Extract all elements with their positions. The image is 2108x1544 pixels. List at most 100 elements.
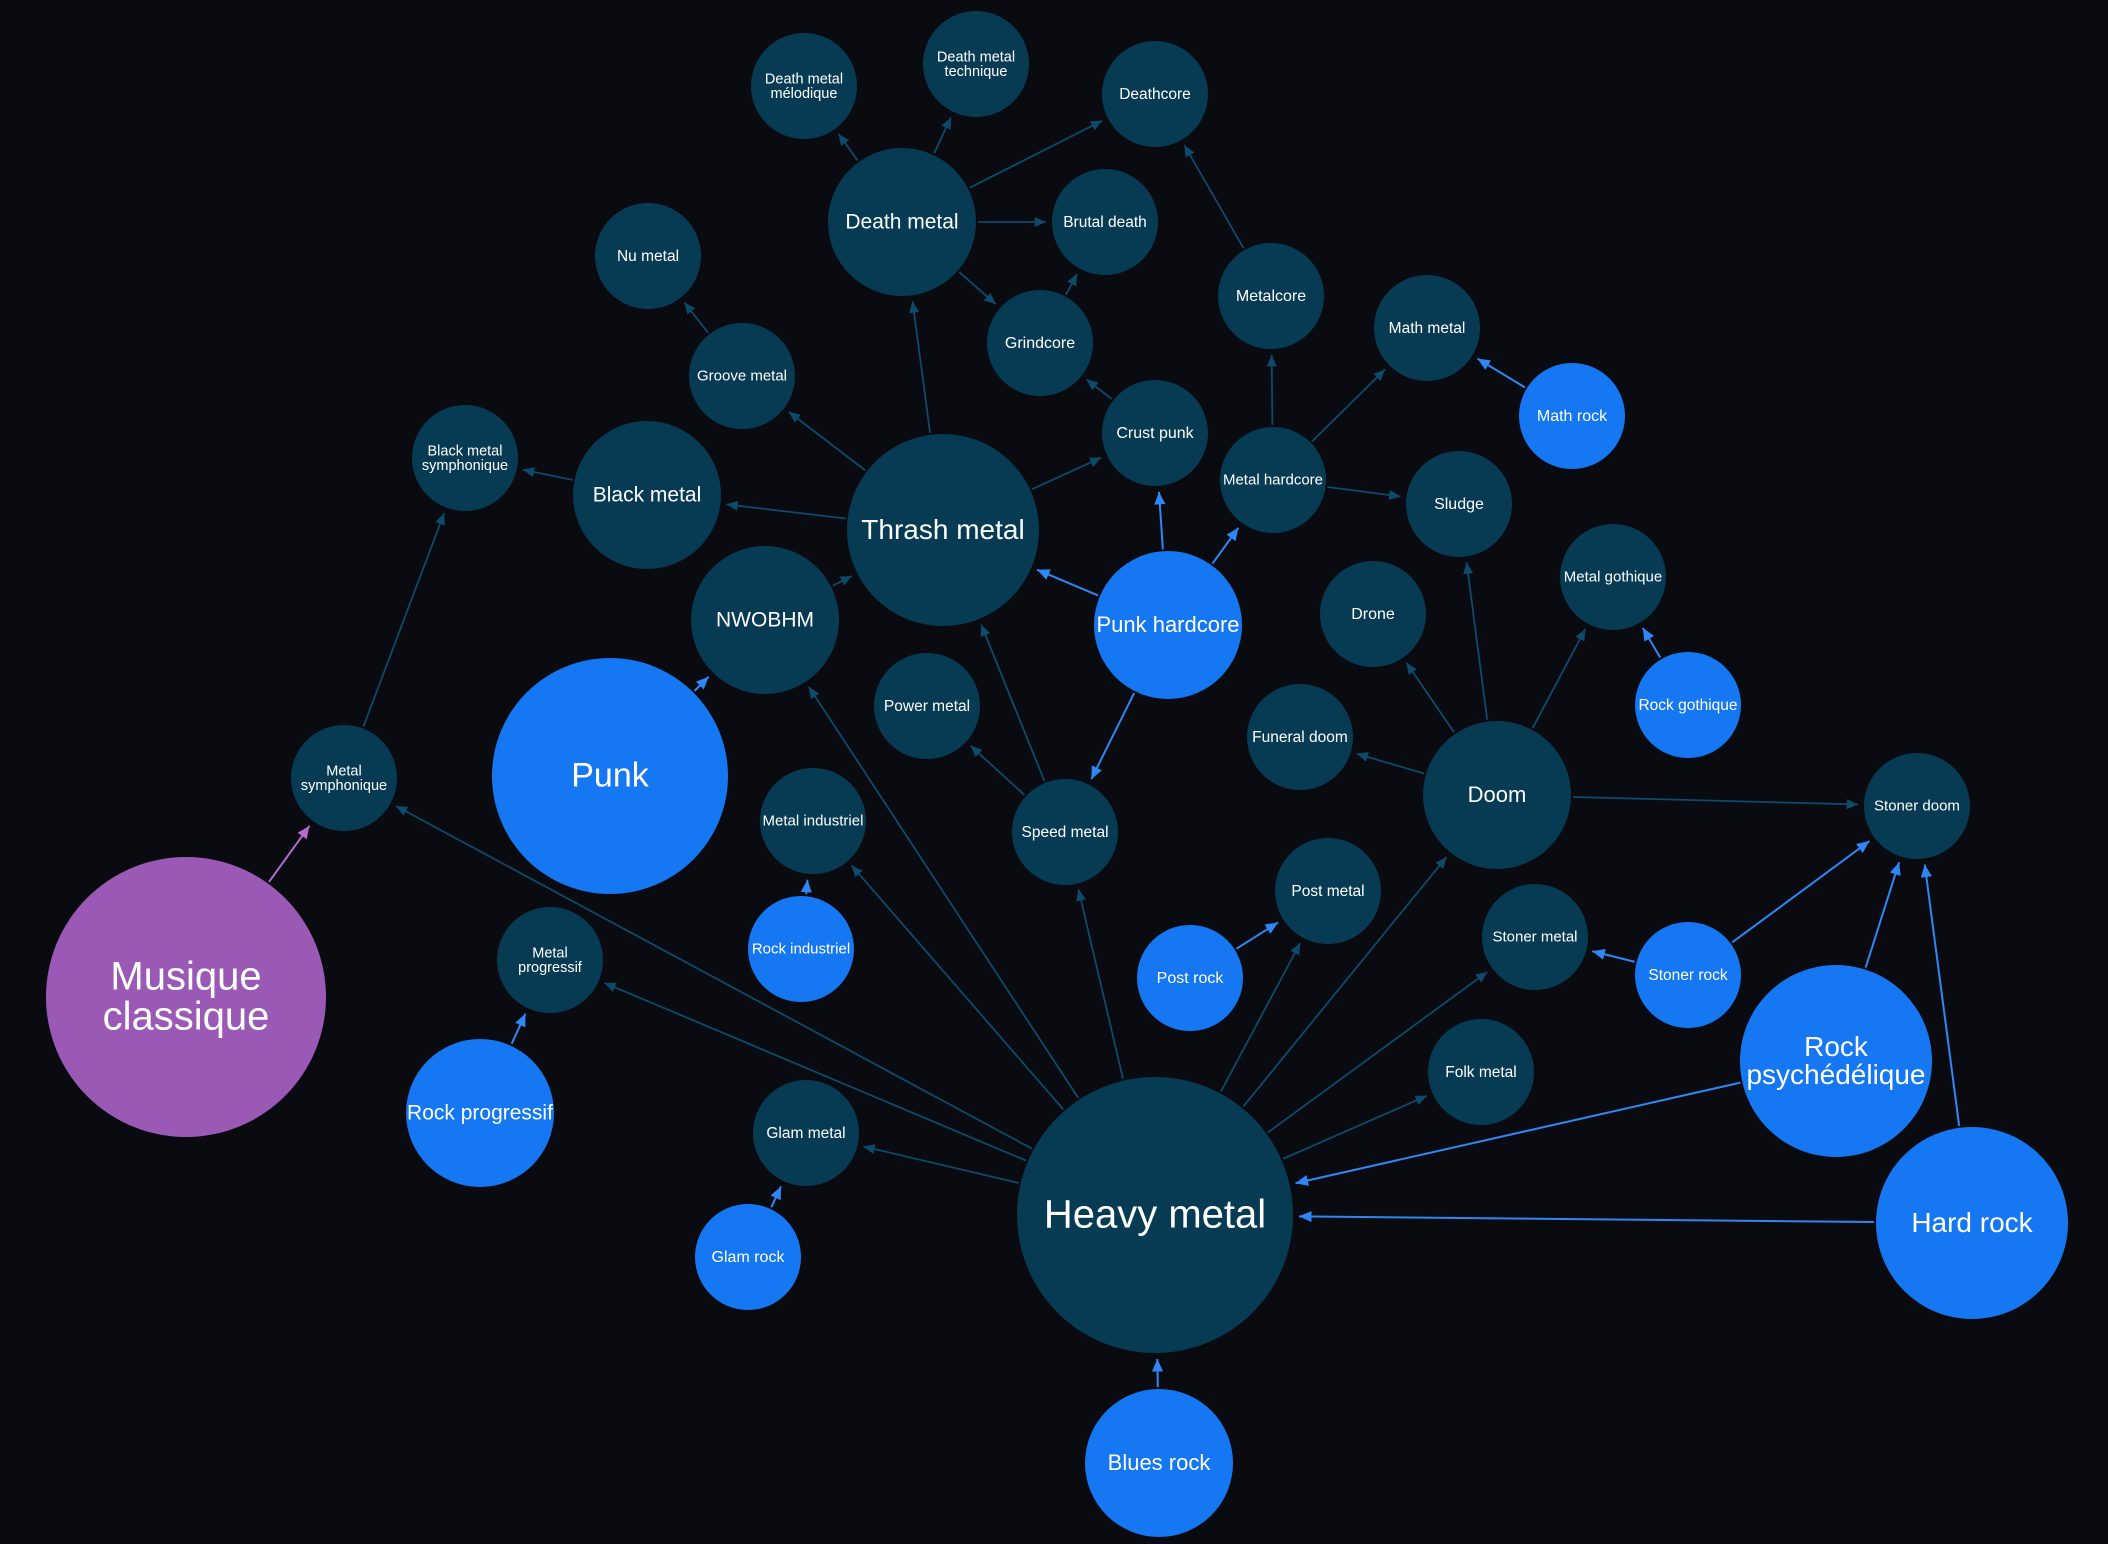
node-crust-punk[interactable]: Crust punk: [1102, 380, 1208, 486]
edge-heavy-metal-to-speed-metal: [1076, 889, 1124, 1079]
node-grindcore[interactable]: Grindcore: [987, 290, 1093, 396]
node-circle[interactable]: [1102, 380, 1208, 486]
node-blues-rock[interactable]: Blues rock: [1085, 1389, 1233, 1537]
node-glam-rock[interactable]: Glam rock: [695, 1204, 801, 1310]
node-circle[interactable]: [1275, 838, 1381, 944]
node-circle[interactable]: [1085, 1389, 1233, 1537]
node-stoner-rock[interactable]: Stoner rock: [1635, 922, 1741, 1028]
edge-heavy-metal-to-metal-industriel: [850, 864, 1064, 1110]
node-circle[interactable]: [1094, 551, 1242, 699]
node-circle[interactable]: [1519, 363, 1625, 469]
node-circle[interactable]: [828, 148, 976, 296]
node-death-metal[interactable]: Death metal: [828, 148, 976, 296]
node-circle[interactable]: [695, 1204, 801, 1310]
node-circle[interactable]: [847, 434, 1039, 626]
node-groove-metal[interactable]: Groove metal: [689, 323, 795, 429]
node-hard-rock[interactable]: Hard rock: [1876, 1127, 2068, 1319]
node-circle[interactable]: [691, 546, 839, 694]
edge-doom-to-drone: [1405, 662, 1455, 733]
node-circle[interactable]: [760, 768, 866, 874]
node-circle[interactable]: [1012, 779, 1118, 885]
node-circle[interactable]: [987, 290, 1093, 396]
node-circle[interactable]: [46, 857, 326, 1137]
node-thrash-metal[interactable]: Thrash metal: [847, 434, 1039, 626]
node-circle[interactable]: [753, 1080, 859, 1186]
node-circle[interactable]: [1218, 243, 1324, 349]
node-math-metal[interactable]: Math metal: [1374, 275, 1480, 381]
node-circle[interactable]: [1740, 965, 1932, 1157]
node-circle[interactable]: [1102, 41, 1208, 147]
node-glam-metal[interactable]: Glam metal: [753, 1080, 859, 1186]
node-circle[interactable]: [874, 653, 980, 759]
node-circle[interactable]: [751, 33, 857, 139]
node-circle[interactable]: [1482, 884, 1588, 990]
node-circle[interactable]: [1137, 925, 1243, 1031]
node-circle[interactable]: [497, 907, 603, 1013]
edge-heavy-metal-to-folk-metal: [1282, 1094, 1428, 1160]
node-post-metal[interactable]: Post metal: [1275, 838, 1381, 944]
node-metal-industriel[interactable]: Metal industriel: [760, 768, 866, 874]
node-circle[interactable]: [1220, 427, 1326, 533]
node-circle[interactable]: [1423, 721, 1571, 869]
node-stoner-doom[interactable]: Stoner doom: [1864, 753, 1970, 859]
node-metal-hardcore[interactable]: Metal hardcore: [1220, 427, 1326, 533]
node-punk[interactable]: Punk: [492, 658, 728, 894]
node-drone[interactable]: Drone: [1320, 561, 1426, 667]
node-circle[interactable]: [1560, 524, 1666, 630]
node-power-metal[interactable]: Power metal: [874, 653, 980, 759]
node-deathcore[interactable]: Deathcore: [1102, 41, 1208, 147]
node-metalcore[interactable]: Metalcore: [1218, 243, 1324, 349]
node-circle[interactable]: [748, 896, 854, 1002]
node-circle[interactable]: [595, 203, 701, 309]
node-circle[interactable]: [406, 1039, 554, 1187]
node-nwobhm[interactable]: NWOBHM: [691, 546, 839, 694]
edge-punk-hardcore-to-speed-metal: [1090, 692, 1136, 780]
node-circle[interactable]: [1864, 753, 1970, 859]
node-brutal-death[interactable]: Brutal death: [1052, 169, 1158, 275]
edge-metal-hardcore-to-sludge: [1327, 486, 1401, 500]
node-heavy-metal[interactable]: Heavy metal: [1017, 1077, 1293, 1353]
node-metal-gothique[interactable]: Metal gothique: [1560, 524, 1666, 630]
node-circle[interactable]: [689, 323, 795, 429]
node-sludge[interactable]: Sludge: [1406, 451, 1512, 557]
node-black-metal[interactable]: Black metal: [573, 421, 721, 569]
node-circle[interactable]: [1052, 169, 1158, 275]
node-rock-progressif[interactable]: Rock progressif: [406, 1039, 554, 1187]
node-punk-hardcore[interactable]: Punk hardcore: [1094, 551, 1242, 699]
node-circle[interactable]: [1635, 922, 1741, 1028]
node-circle[interactable]: [923, 11, 1029, 117]
node-doom[interactable]: Doom: [1423, 721, 1571, 869]
node-circle[interactable]: [573, 421, 721, 569]
node-circle[interactable]: [492, 658, 728, 894]
node-folk-metal[interactable]: Folk metal: [1428, 1019, 1534, 1125]
node-stoner-metal[interactable]: Stoner metal: [1482, 884, 1588, 990]
node-circle[interactable]: [1428, 1019, 1534, 1125]
node-circle[interactable]: [412, 405, 518, 511]
node-circle[interactable]: [291, 725, 397, 831]
node-nu-metal[interactable]: Nu metal: [595, 203, 701, 309]
node-speed-metal[interactable]: Speed metal: [1012, 779, 1118, 885]
node-funeral-doom[interactable]: Funeral doom: [1247, 684, 1353, 790]
node-circle[interactable]: [1247, 684, 1353, 790]
node-circle[interactable]: [1374, 275, 1480, 381]
node-circle[interactable]: [1406, 451, 1512, 557]
node-circle[interactable]: [1876, 1127, 2068, 1319]
node-math-rock[interactable]: Math rock: [1519, 363, 1625, 469]
node-circle[interactable]: [1635, 652, 1741, 758]
edge-hard-rock-to-stoner-doom: [1920, 864, 1961, 1126]
node-circle[interactable]: [1017, 1077, 1293, 1353]
node-rock-industriel[interactable]: Rock industriel: [748, 896, 854, 1002]
node-circle[interactable]: [1320, 561, 1426, 667]
node-post-rock[interactable]: Post rock: [1137, 925, 1243, 1031]
edge-metal-hardcore-to-math-metal: [1311, 368, 1386, 443]
node-rock-gothique[interactable]: Rock gothique: [1635, 652, 1741, 758]
